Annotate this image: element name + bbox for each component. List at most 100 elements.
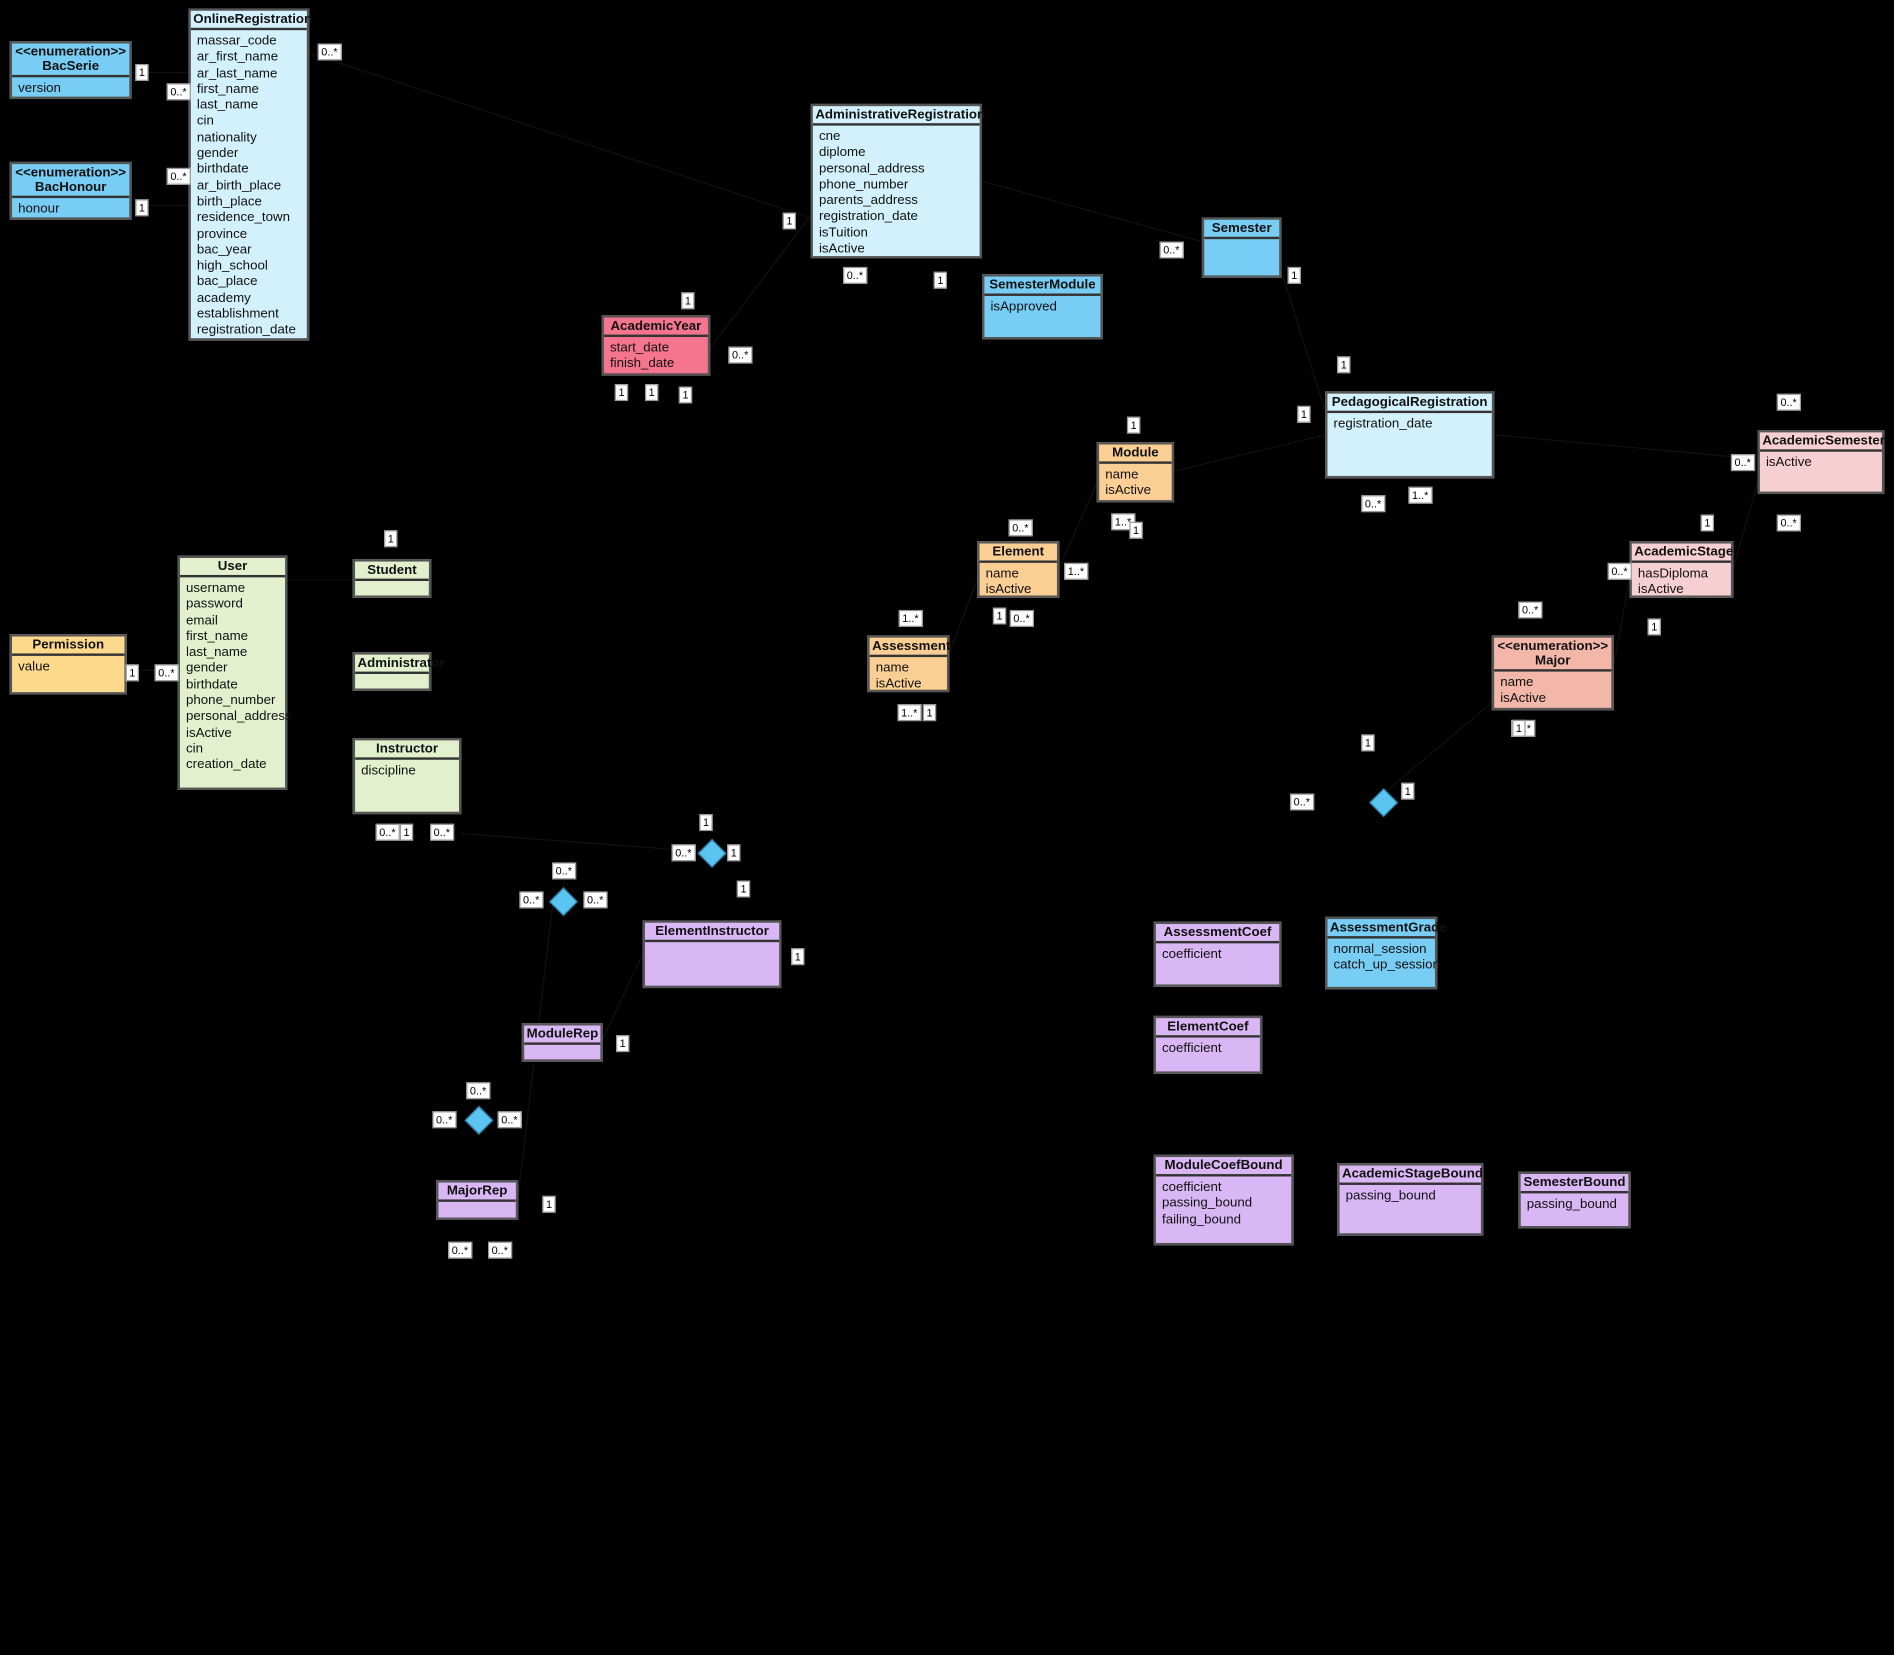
multiplicity-label: 1: [1126, 416, 1141, 434]
attribute: coefficient: [1161, 946, 1222, 962]
multiplicity-label: 1: [614, 384, 629, 402]
class-title: AcademicStageBound: [1339, 1165, 1483, 1185]
attribute: isActive: [1105, 483, 1152, 499]
multiplicity-label: 0..*: [1008, 519, 1033, 537]
association-line: [981, 180, 1203, 243]
attribute: birthdate: [196, 162, 249, 177]
class-title: <<enumeration>> Major: [1494, 637, 1612, 672]
attribute: massar_code: [196, 33, 277, 49]
attribute: name: [985, 566, 1019, 581]
attribute-list: honour: [12, 198, 129, 221]
class-title: <<enumeration>> BacHonour: [12, 164, 130, 199]
multiplicity-label: 0..*: [583, 891, 607, 909]
attribute: last_name: [186, 645, 248, 660]
attribute: start_date: [609, 340, 670, 356]
attribute: isActive: [186, 725, 232, 741]
multiplicity-label: 1: [1361, 734, 1375, 752]
attribute: isApproved: [990, 299, 1057, 315]
class-elementinstructor[interactable]: ElementInstructor: [642, 920, 782, 989]
attribute: registration_date: [818, 209, 918, 225]
class-title: Module: [1099, 444, 1172, 464]
attribute: gender: [186, 661, 228, 676]
attribute: ar_last_name: [196, 65, 278, 81]
multiplicity-label: 1: [135, 199, 149, 217]
association-line: [309, 52, 810, 218]
attribute: coefficient: [1161, 1180, 1222, 1195]
association-line: [461, 832, 702, 853]
multiplicity-label: 1: [384, 530, 398, 548]
multiplicity-label: 0..*: [1361, 495, 1385, 513]
multiplicity-label: 0..*: [1776, 393, 1801, 411]
multiplicity-label: 1: [1700, 514, 1715, 532]
class-title: OnlineRegistration: [190, 10, 312, 31]
attribute: birthdate: [186, 677, 238, 692]
multiplicity-label: 1: [1297, 405, 1311, 423]
attribute: creation_date: [186, 757, 267, 773]
class-title: ModuleCoefBound: [1155, 1157, 1292, 1177]
attribute: isActive: [818, 241, 865, 257]
multiplicity-label: 1: [933, 271, 948, 289]
multiplicity-label: 1: [681, 292, 695, 310]
class-title: AcademicYear: [603, 317, 708, 338]
attribute: phone_number: [818, 177, 909, 192]
class-administrator[interactable]: Administrator: [352, 652, 445, 691]
class-student[interactable]: Student: [352, 559, 432, 598]
multiplicity-label: 1: [1287, 266, 1301, 284]
multiplicity-label: 0..*: [519, 891, 543, 909]
attribute: bac_place: [196, 274, 258, 290]
multiplicity-label: 1: [616, 1035, 630, 1053]
association-line: [602, 953, 644, 1040]
attribute: hasDiploma: [1637, 566, 1709, 581]
multiplicity-label: 1..*: [1111, 513, 1135, 531]
attribute-list: [355, 581, 429, 588]
class-semester[interactable]: Semester: [1201, 217, 1282, 278]
attribute-list: [524, 1045, 600, 1052]
multiplicity-label: 1..*: [898, 609, 923, 627]
multiplicity-label: 1: [1512, 719, 1526, 737]
attribute: honour: [18, 201, 60, 217]
class-bachonour[interactable]: <<enumeration>> BacHonour honour: [9, 161, 132, 221]
multiplicity-label: 0..*: [430, 823, 454, 841]
attribute-list: [645, 942, 779, 949]
class-title: ModuleRep: [524, 1025, 601, 1045]
class-majorrep[interactable]: MajorRep: [436, 1180, 519, 1220]
attribute-list: isApproved: [984, 296, 1100, 319]
class-modulerep[interactable]: ModuleRep: [521, 1023, 603, 1062]
class-title: SemesterBound: [1520, 1174, 1629, 1194]
attribute: failing_bound: [1161, 1212, 1242, 1227]
multiplicity-label: 0..*: [448, 1241, 472, 1259]
class-title: AcademicSemester: [1759, 432, 1885, 452]
attribute-list: coefficient: [1156, 943, 1279, 966]
multiplicity-label: 0..*: [843, 266, 867, 284]
class-title: Permission: [12, 636, 125, 656]
attribute: isActive: [875, 676, 922, 692]
multiplicity-label: 1: [782, 212, 797, 230]
multiplicity-label: 1: [1647, 618, 1661, 636]
